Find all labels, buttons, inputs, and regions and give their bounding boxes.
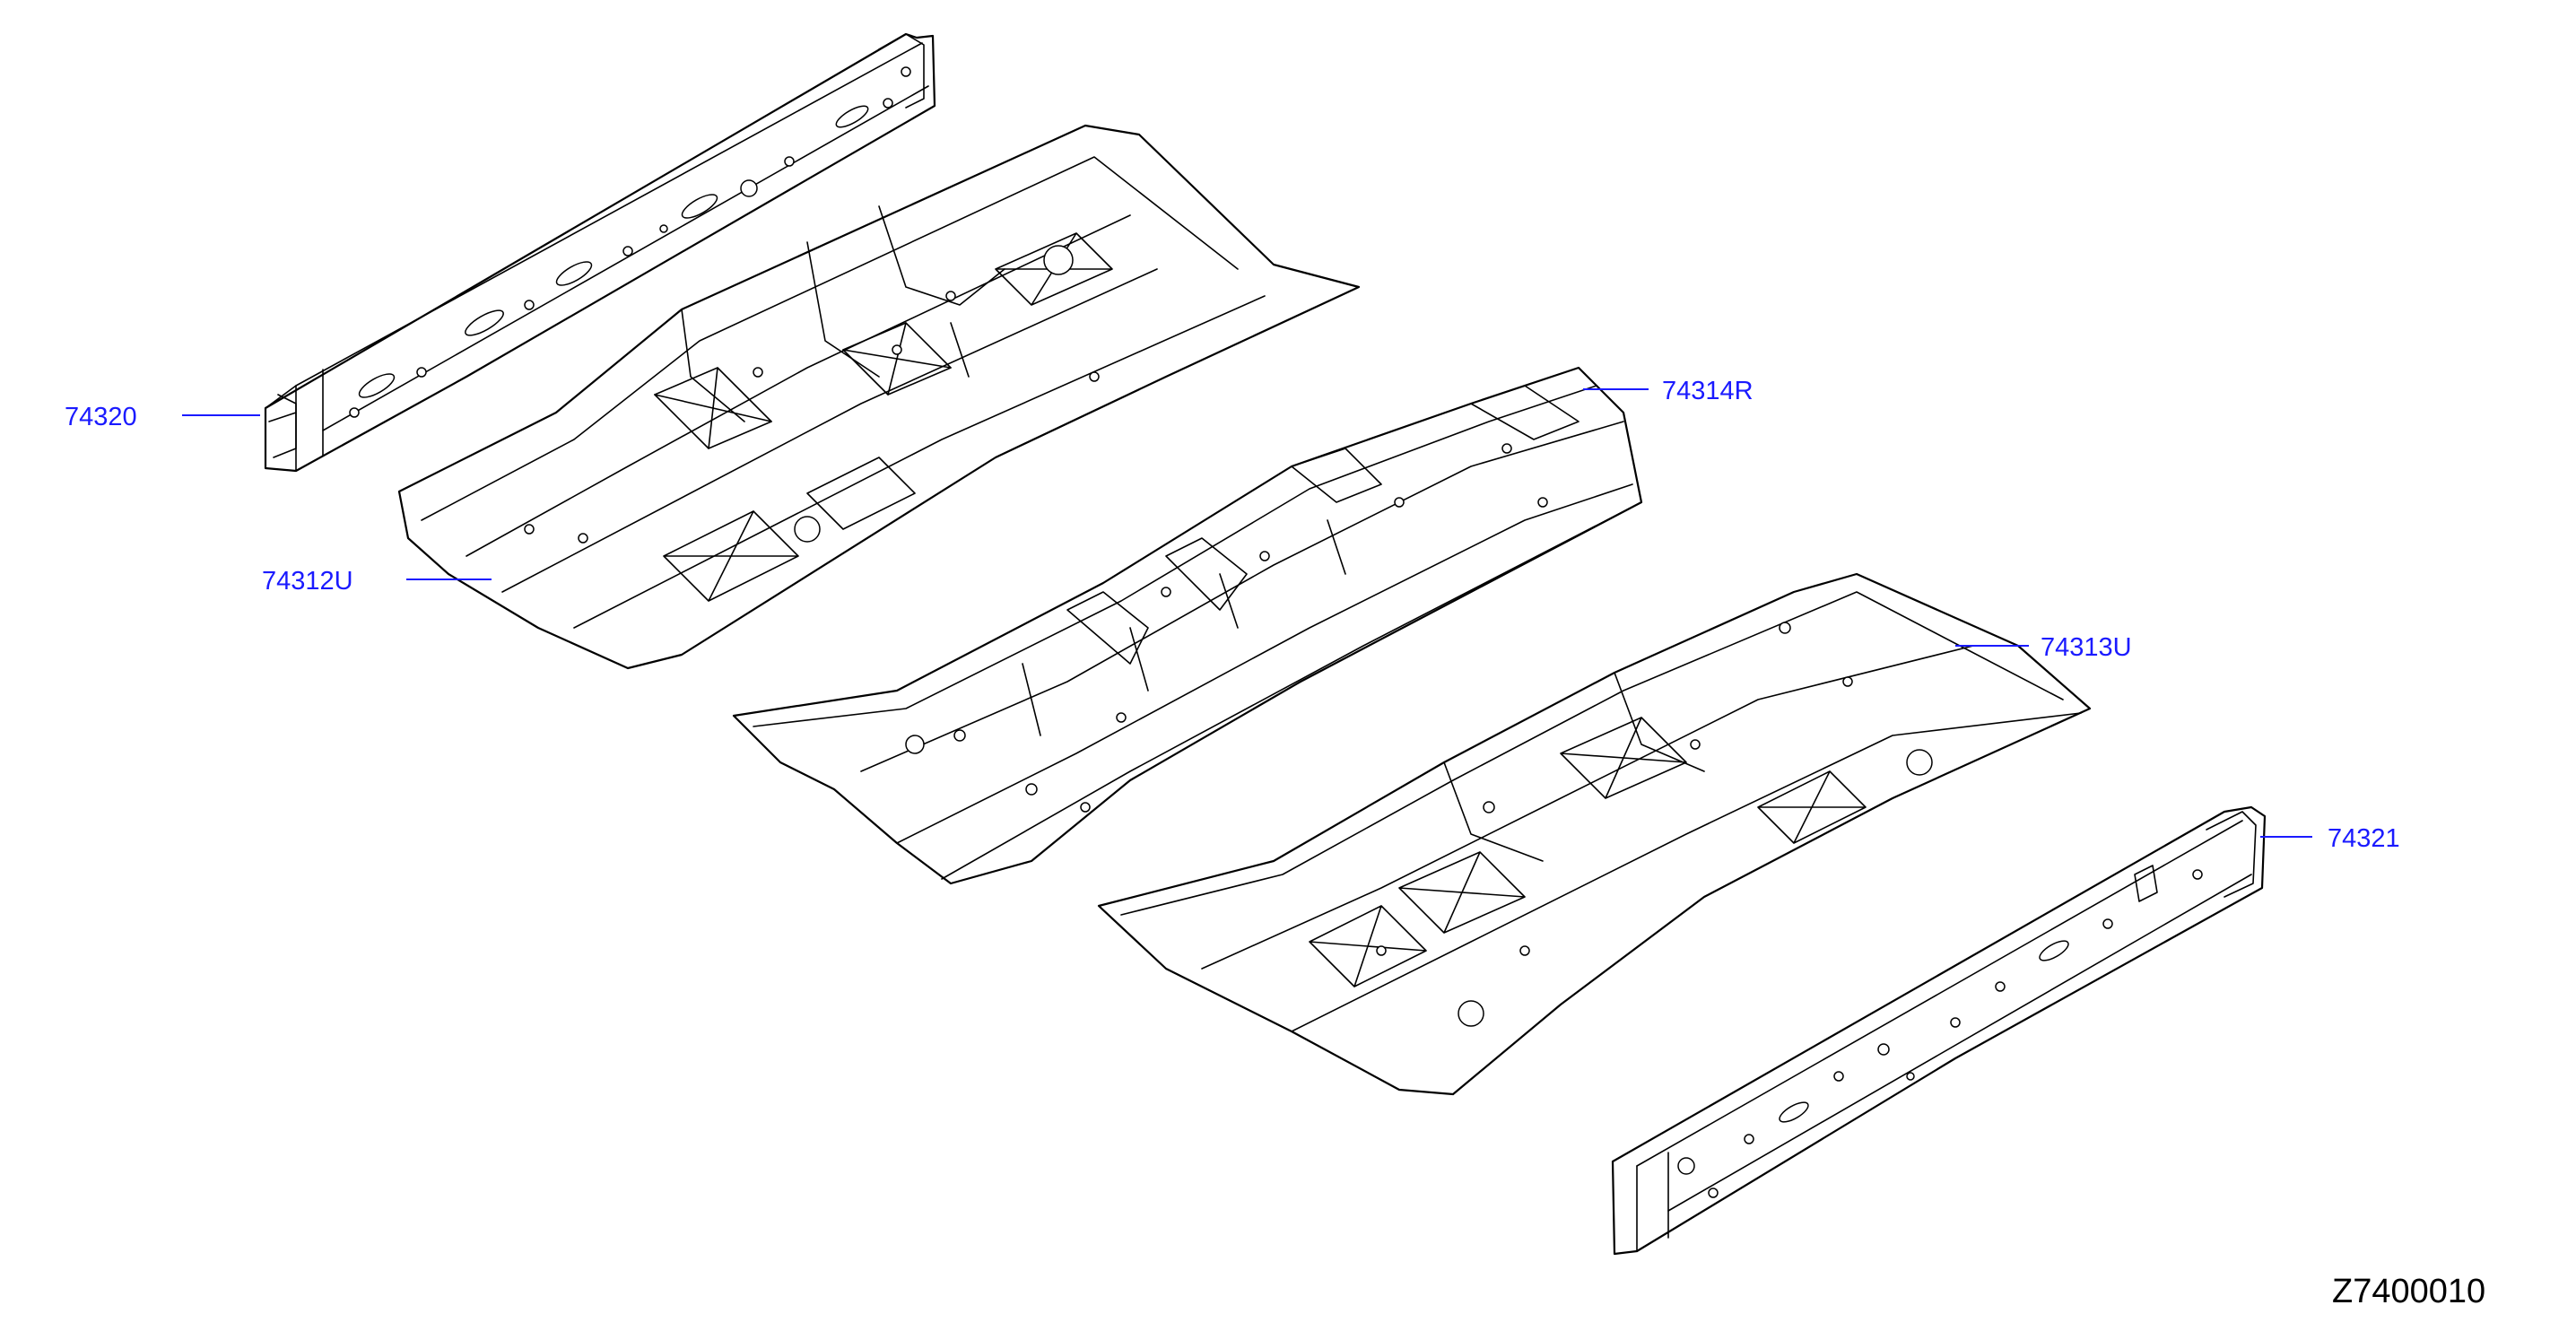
callout-74312U[interactable]: 74312U xyxy=(262,567,353,596)
callout-74313U[interactable]: 74313U xyxy=(2041,633,2132,662)
callout-74321[interactable]: 74321 xyxy=(2328,824,2400,853)
diagram-id: Z7400010 xyxy=(2332,1273,2485,1310)
callout-74320[interactable]: 74320 xyxy=(65,403,137,431)
part-74312U-drawing[interactable] xyxy=(397,124,1361,670)
part-74321-drawing[interactable] xyxy=(1611,805,2267,1256)
part-74314R-drawing[interactable] xyxy=(732,366,1643,885)
part-74313U-drawing[interactable] xyxy=(1097,572,2092,1096)
part-74320-drawing[interactable] xyxy=(264,32,936,473)
callout-74314R[interactable]: 74314R xyxy=(1662,377,1754,405)
